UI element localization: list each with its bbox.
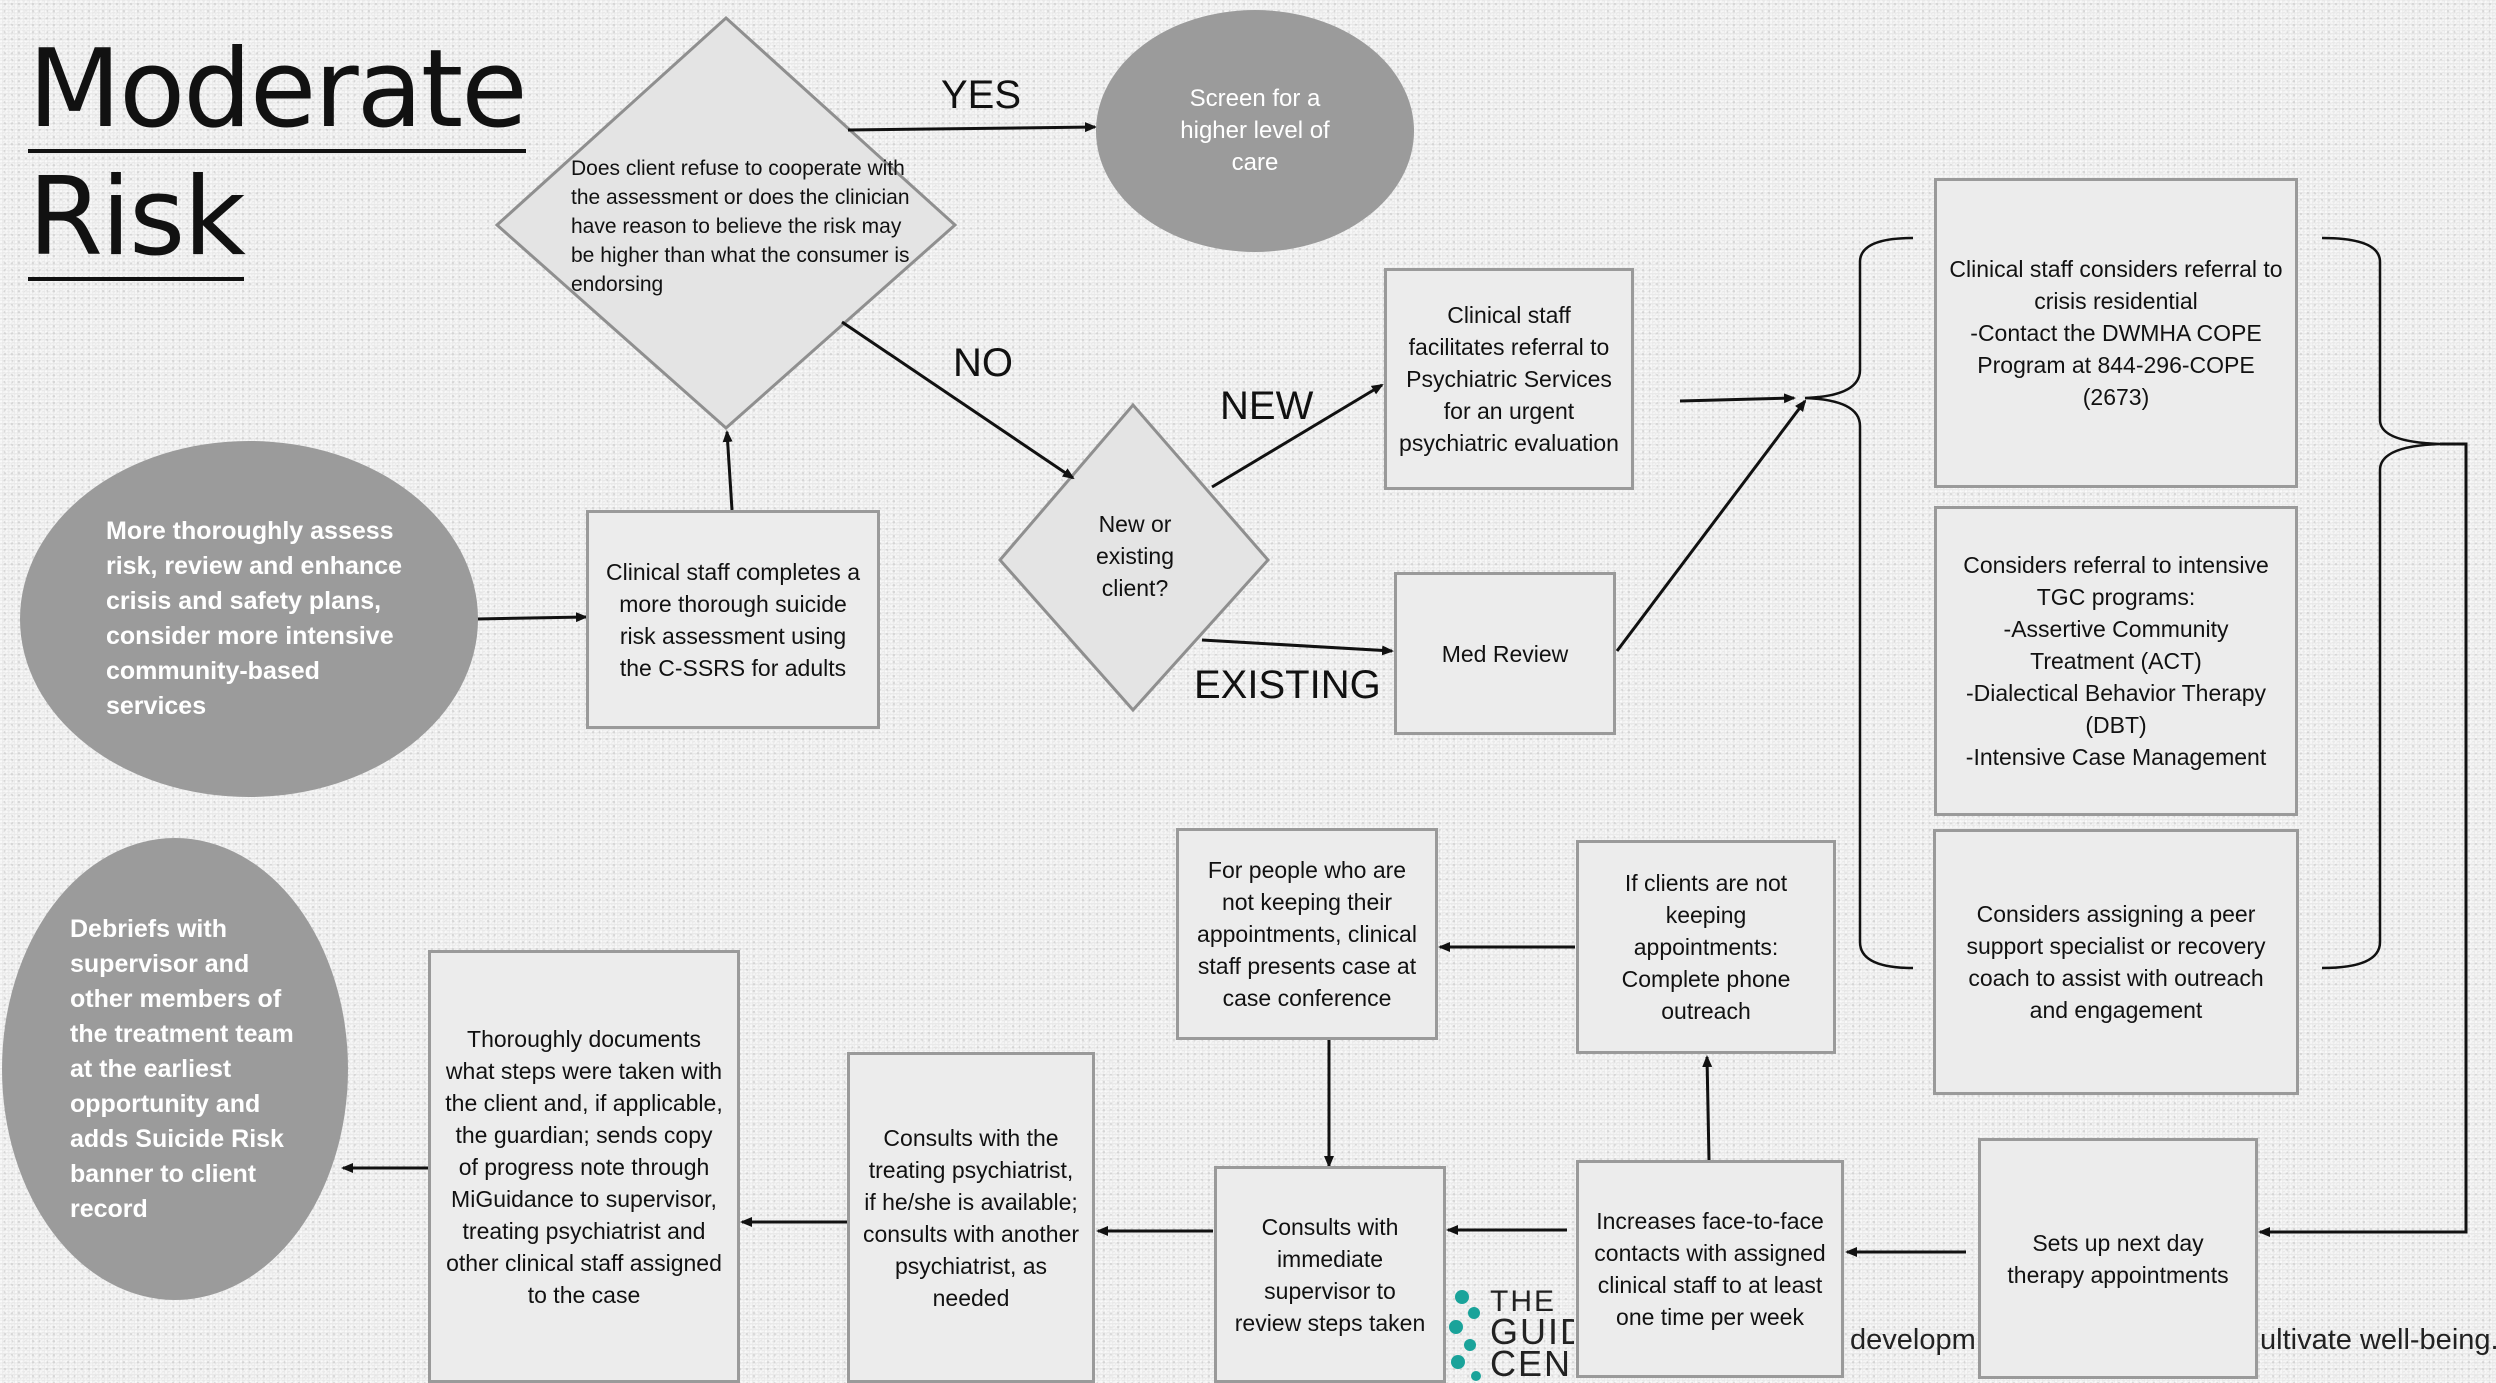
arrow-face-to-phone xyxy=(1702,1055,1713,1161)
arrow-no xyxy=(841,320,1075,480)
documents-box: Thoroughly documents what steps were tak… xyxy=(428,950,740,1383)
cssrs-assessment-box: Clinical staff completes a more thorough… xyxy=(586,510,880,729)
left-brace xyxy=(1804,236,1914,970)
footer-text-left: developm xyxy=(1850,1324,1976,1356)
decision-diamond-new-existing xyxy=(998,402,1271,713)
case-conference-text: For people who are not keeping their app… xyxy=(1197,857,1417,1011)
title-line-2: Risk xyxy=(28,155,246,281)
med-review-box: Med Review xyxy=(1394,572,1616,735)
tgc-programs-text: Considers referral to intensive TGC prog… xyxy=(1963,552,2269,770)
peer-support-text: Considers assigning a peer support speci… xyxy=(1966,901,2266,1023)
next-day-box: Sets up next day therapy appointments xyxy=(1978,1138,2258,1379)
phone-outreach-box: If clients are not keeping appointments:… xyxy=(1576,840,1836,1054)
immediate-supervisor-text: Consults with immediate supervisor to re… xyxy=(1234,1213,1426,1336)
decision-new-existing-text: New or existing client? xyxy=(1096,511,1174,601)
screen-higher-care-text: Screen for a higher level of care xyxy=(1180,85,1330,176)
peer-support-box: Considers assigning a peer support speci… xyxy=(1933,829,2299,1095)
arrow-psych-to-bracket xyxy=(1679,393,1796,404)
screen-higher-care-ellipse: Screen for a higher level of care xyxy=(1096,10,1414,252)
edge-label-new: NEW xyxy=(1220,384,1314,428)
logo-text: THE GUID CEN xyxy=(1490,1288,1574,1383)
med-review-text: Med Review xyxy=(1441,640,1569,667)
debriefs-ellipse: Debriefs with supervisor and other membe… xyxy=(2,838,348,1300)
arrow-existing xyxy=(1201,638,1394,656)
arrow-assess-to-cssrs xyxy=(476,612,588,623)
treating-psychiatrist-box: Consults with the treating psychiatrist,… xyxy=(847,1052,1095,1383)
case-conference-box: For people who are not keeping their app… xyxy=(1176,828,1438,1040)
decision-refuse-text: Does client refuse to cooperate with the… xyxy=(571,157,910,296)
arrow-brace-to-next-day xyxy=(2258,442,2468,1237)
title-line-1: Moderate xyxy=(28,27,528,153)
immediate-supervisor-box: Consults with immediate supervisor to re… xyxy=(1214,1166,1446,1383)
face-contacts-text: Increases face-to-face contacts with ass… xyxy=(1594,1208,1826,1330)
psych-referral-text: Clinical staff facilitates referral to P… xyxy=(1399,302,1619,456)
arrow-med-to-bracket xyxy=(1615,399,1807,652)
arrow-new xyxy=(1211,383,1384,489)
crisis-residential-box: Clinical staff considers referral to cri… xyxy=(1934,178,2298,488)
logo-line-3: CEN xyxy=(1490,1343,1573,1383)
edge-label-existing: EXISTING xyxy=(1194,663,1381,707)
treating-psychiatrist-text: Consults with the treating psychiatrist,… xyxy=(862,1124,1080,1311)
assess-risk-text: More thoroughly assess risk, review and … xyxy=(106,517,402,720)
psych-referral-box: Clinical staff facilitates referral to P… xyxy=(1384,268,1634,490)
decision-diamond-refuse xyxy=(494,15,958,431)
right-brace xyxy=(2321,236,2441,970)
face-contacts-box: Increases face-to-face contacts with ass… xyxy=(1576,1160,1844,1378)
arrow-yes xyxy=(847,122,1097,133)
next-day-text: Sets up next day therapy appointments xyxy=(2007,1229,2229,1288)
edge-label-no: NO xyxy=(953,341,1013,385)
arrow-cssrs-to-decision xyxy=(722,430,734,511)
debriefs-text: Debriefs with supervisor and other membe… xyxy=(70,914,294,1223)
logo-line-2: GUID xyxy=(1490,1311,1574,1352)
crisis-residential-text: Clinical staff considers referral to cri… xyxy=(1949,256,2283,410)
phone-outreach-text: If clients are not keeping appointments:… xyxy=(1621,870,1791,1024)
edge-label-yes: YES xyxy=(941,73,1022,117)
footer-text-right: ultivate well-being. xyxy=(2260,1324,2496,1356)
cssrs-assessment-text: Clinical staff completes a more thorough… xyxy=(606,558,860,681)
tgc-programs-box: Considers referral to intensive TGC prog… xyxy=(1934,506,2298,816)
page-title: Moderate Risk xyxy=(28,26,528,282)
logo-line-1: THE xyxy=(1490,1288,1556,1318)
logo-mark xyxy=(1449,1290,1481,1381)
documents-text: Thoroughly documents what steps were tak… xyxy=(445,1025,723,1308)
assess-risk-ellipse: More thoroughly assess risk, review and … xyxy=(20,441,478,797)
